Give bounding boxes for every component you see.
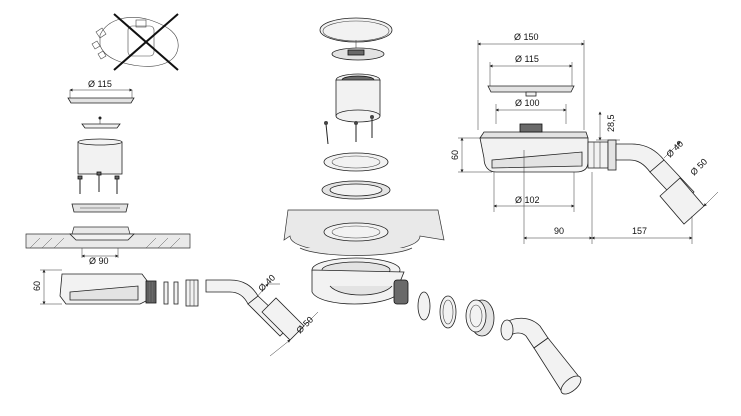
left-dim-height-label: 60 <box>32 281 42 291</box>
right-dim-90-label: 90 <box>554 226 564 236</box>
left-dim-pipe40-label: Ø 40 <box>256 273 277 294</box>
right-dim-150-label: Ø 150 <box>514 32 539 42</box>
left-flange <box>71 203 129 213</box>
right-dim-102-label: Ø 102 <box>515 195 540 205</box>
center-exploded-view <box>283 17 445 305</box>
right-dim-pipe50-label: Ø 50 <box>688 157 709 178</box>
left-cover-plate: Ø 115 <box>67 79 135 104</box>
right-dim-115-label: Ø 115 <box>515 54 539 64</box>
left-dim-outlet-label: Ø 90 <box>89 256 109 266</box>
center-elbow-pipe <box>500 317 582 395</box>
left-screws <box>77 171 120 194</box>
center-ring-sequence <box>417 291 495 337</box>
left-dim-cover-label: Ø 115 <box>88 79 112 89</box>
left-grate-insert <box>81 116 121 129</box>
no-chemical-cleaning-icon <box>91 13 179 71</box>
left-siphon-body: 60 <box>32 269 157 305</box>
right-dimension-view: Ø 150 Ø 115 Ø 100 60 Ø 102 <box>450 32 719 244</box>
right-dim-157-label: 157 <box>632 226 647 236</box>
right-dim-height-label: 60 <box>450 150 460 160</box>
right-dim-100-label: Ø 100 <box>515 98 540 108</box>
left-odour-trap-cylinder <box>77 138 123 175</box>
right-dim-28-5-label: 28,5 <box>606 114 616 132</box>
right-dim-pipe40-label: Ø 40 <box>664 139 685 160</box>
left-nut-ring-set <box>163 279 199 307</box>
left-elbow-pipe: Ø 40 Ø 50 <box>205 273 319 357</box>
left-floor-section: Ø 90 <box>25 226 191 266</box>
